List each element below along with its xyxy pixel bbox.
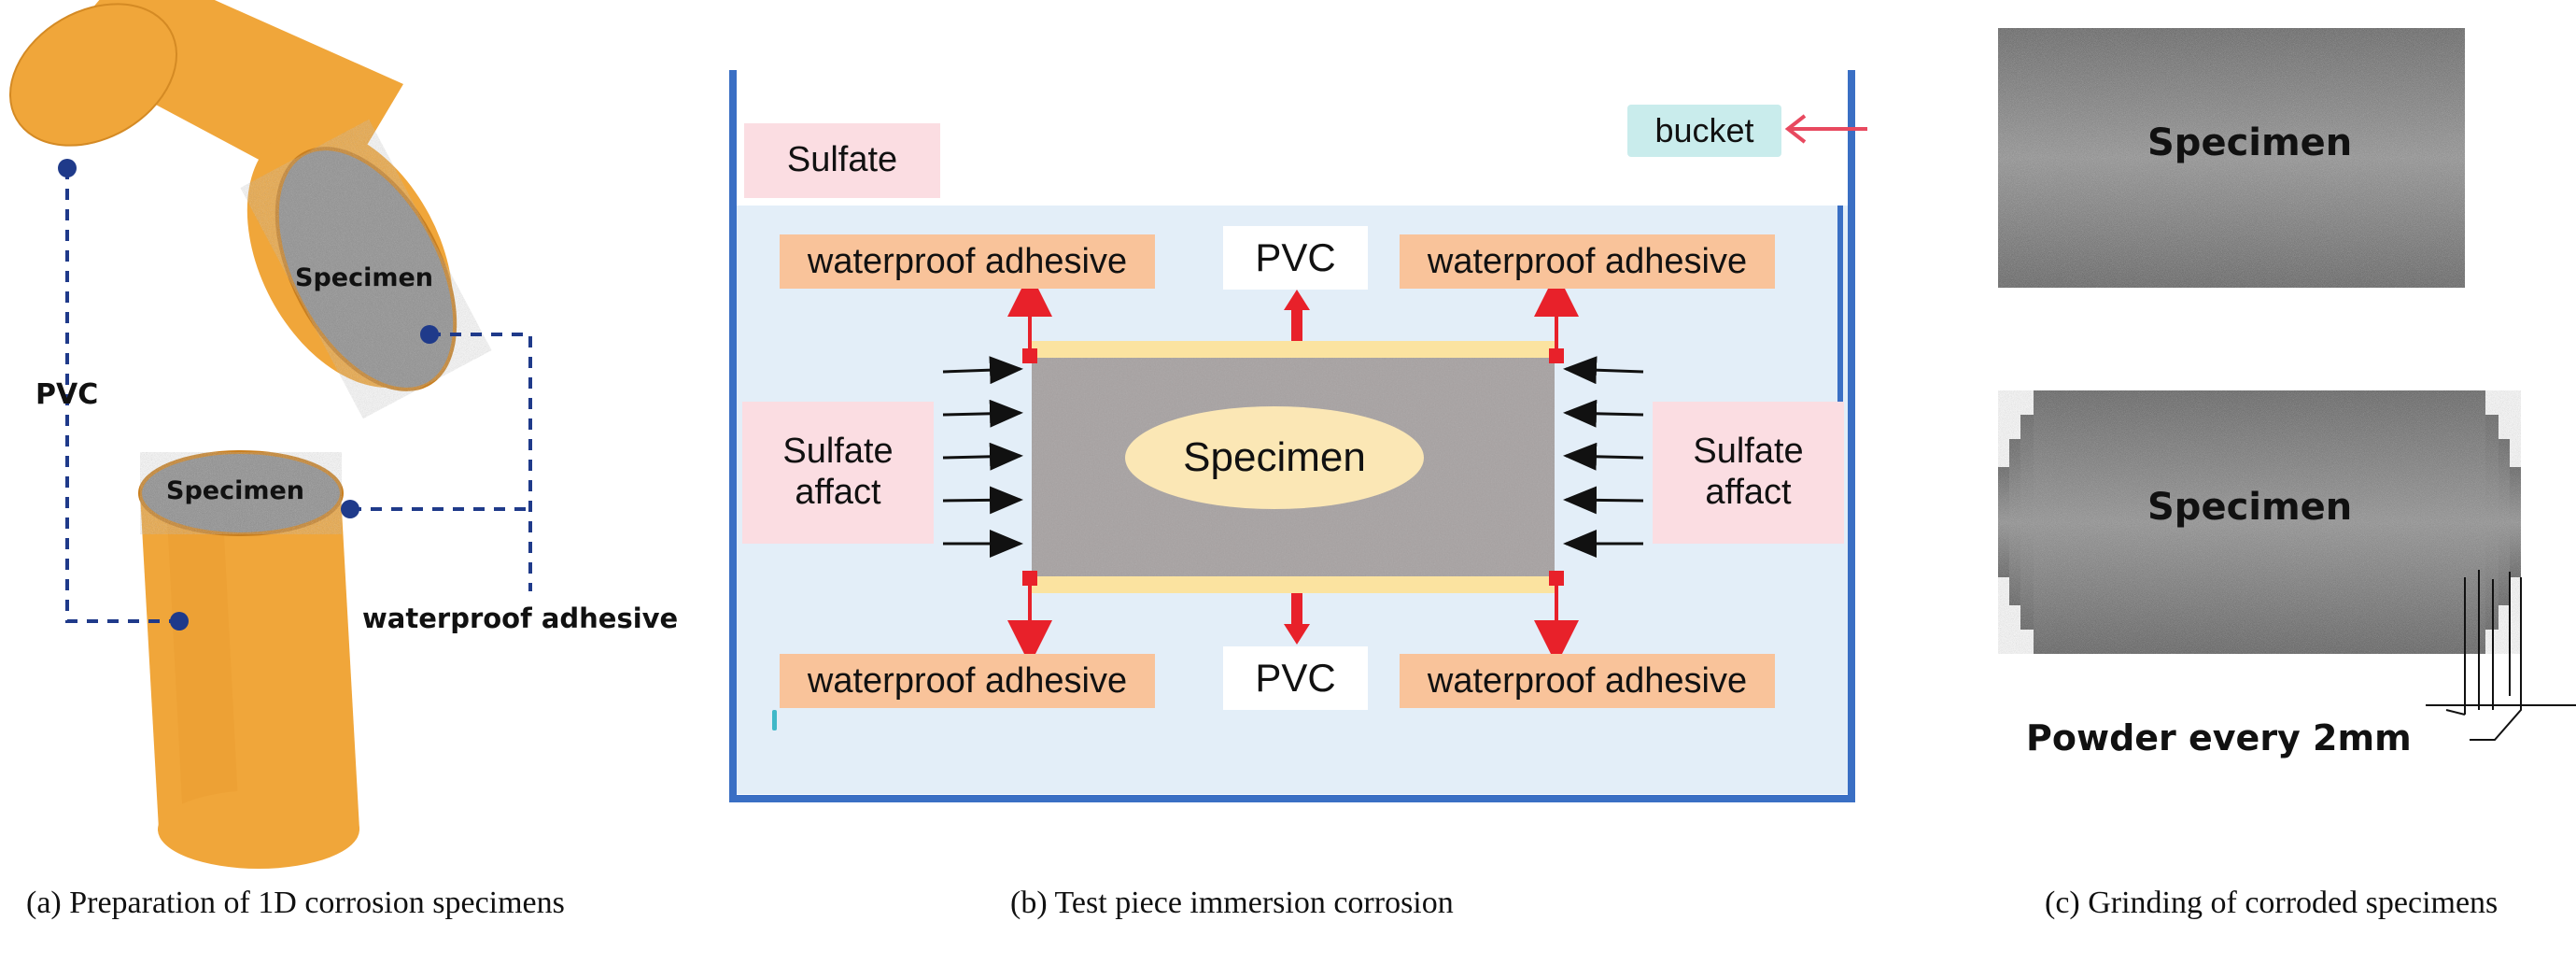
bucket-arrow bbox=[1784, 114, 1867, 144]
caption-c: (c) Grinding of corroded specimens bbox=[2045, 886, 2499, 920]
specimen-label: Specimen bbox=[1183, 434, 1366, 480]
sulfate-affact-right: Sulfate affact bbox=[1653, 402, 1844, 544]
sulfate-arrows-left bbox=[942, 356, 1023, 558]
top-specimen-label: Specimen bbox=[295, 263, 434, 292]
adhesive-box-bottom-right: waterproof adhesive bbox=[1400, 654, 1775, 708]
ground-specimen-label: Specimen bbox=[2147, 486, 2353, 529]
panel-a-drawing bbox=[8, 0, 532, 869]
adhesive-arrows bbox=[1007, 272, 1579, 665]
powder-label: Powder every 2mm bbox=[2026, 717, 2412, 758]
tank-wall bbox=[729, 70, 1855, 802]
pvc-strip-top bbox=[1032, 341, 1555, 358]
panel-a: Specimen Specimen PVC waterproof adhesiv… bbox=[0, 0, 710, 964]
caption-b: (b) Test piece immersion corrosion bbox=[1010, 886, 1454, 920]
pvc-arrows bbox=[1284, 290, 1310, 645]
adhesive-box-bottom-left: waterproof adhesive bbox=[780, 654, 1155, 708]
intact-specimen-label: Specimen bbox=[2147, 121, 2353, 164]
pvc-label-top: PVC bbox=[1223, 226, 1368, 290]
sulfate-label: Sulfate bbox=[744, 123, 940, 198]
adhesive-markers bbox=[1022, 348, 1564, 586]
ground-specimen bbox=[1998, 390, 2521, 654]
connector-dots bbox=[58, 159, 439, 631]
connector-lines bbox=[65, 168, 532, 623]
bottom-specimen-label: Specimen bbox=[166, 476, 305, 505]
pvc-label: PVC bbox=[35, 378, 99, 411]
sulfate-arrows-right bbox=[1563, 356, 1644, 558]
top-cylinder bbox=[8, 0, 457, 391]
powder-lines bbox=[2426, 570, 2576, 741]
pvc-label-bottom: PVC bbox=[1223, 646, 1368, 710]
pvc-strip-bottom bbox=[1032, 576, 1555, 593]
adhesive-label: waterproof adhesive bbox=[362, 602, 679, 634]
sulfate-affact-left: Sulfate affact bbox=[742, 402, 934, 544]
panel-c: Specimen Specimen Powder every 2mm bbox=[1961, 0, 2576, 878]
adhesive-box-top-right: waterproof adhesive bbox=[1400, 234, 1775, 289]
bottom-cylinder bbox=[138, 450, 359, 869]
specimen-core bbox=[1125, 406, 1424, 509]
bucket-label: bucket bbox=[1627, 105, 1781, 157]
adhesive-box-top-left: waterproof adhesive bbox=[780, 234, 1155, 289]
panel-c-drawing bbox=[1998, 28, 2576, 741]
caption-a: (a) Preparation of 1D corrosion specimen… bbox=[26, 886, 565, 920]
panel-b: Sulfate bucket waterproof adhesive PVC w… bbox=[724, 65, 1881, 813]
